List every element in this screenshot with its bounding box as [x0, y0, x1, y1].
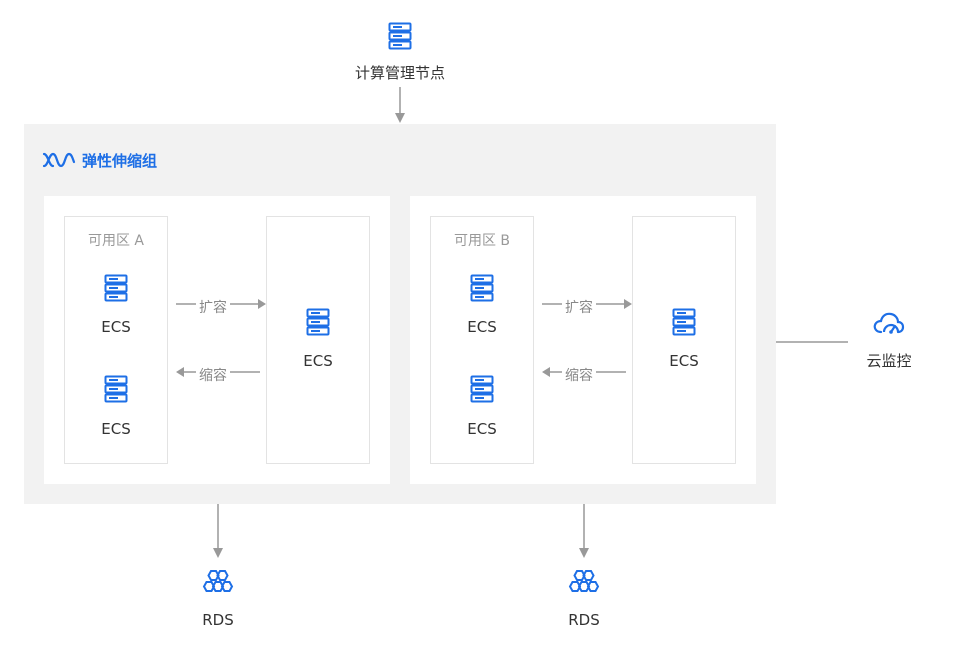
zone-a-title: 可用区 A: [87, 233, 145, 249]
ecs-label: ECS: [669, 352, 699, 370]
top-node-label: 计算管理节点: [354, 64, 445, 82]
ecs-label: ECS: [101, 318, 131, 336]
rds-label: RDS: [568, 611, 600, 629]
scale-in-label: 缩容: [562, 365, 596, 385]
zone-b-left-box: 可用区 B: [430, 216, 534, 464]
zone-b-right-box: [632, 216, 736, 464]
scale-in-label: 缩容: [196, 365, 230, 385]
ecs-label: ECS: [101, 420, 131, 438]
server-icon: [104, 375, 128, 403]
zone-a: 可用区 A: [44, 196, 390, 484]
scale-out-label: 扩容: [562, 297, 596, 317]
ecs-label: ECS: [467, 318, 497, 336]
zone-b-title: 可用区 B: [453, 233, 511, 249]
zone-b: 可用区 B: [410, 196, 756, 484]
monitor-label: 云监控: [866, 352, 912, 370]
rds-label: RDS: [202, 611, 234, 629]
group-title: 弹性伸缩组: [82, 152, 158, 170]
ecs-label: ECS: [467, 420, 497, 438]
server-icon: [388, 22, 412, 50]
zone-a-right-box: [266, 216, 370, 464]
scaling-icon: [42, 150, 76, 170]
ecs-label: ECS: [303, 352, 333, 370]
server-icon: [470, 375, 494, 403]
server-icon: [306, 308, 330, 336]
server-icon: [672, 308, 696, 336]
server-icon: [470, 274, 494, 302]
cloud-monitor-icon: [872, 310, 906, 338]
zone-a-left-box: 可用区 A: [64, 216, 168, 464]
server-icon: [104, 274, 128, 302]
scale-out-label: 扩容: [196, 297, 230, 317]
rds-icon: [202, 569, 234, 595]
rds-icon: [568, 569, 600, 595]
